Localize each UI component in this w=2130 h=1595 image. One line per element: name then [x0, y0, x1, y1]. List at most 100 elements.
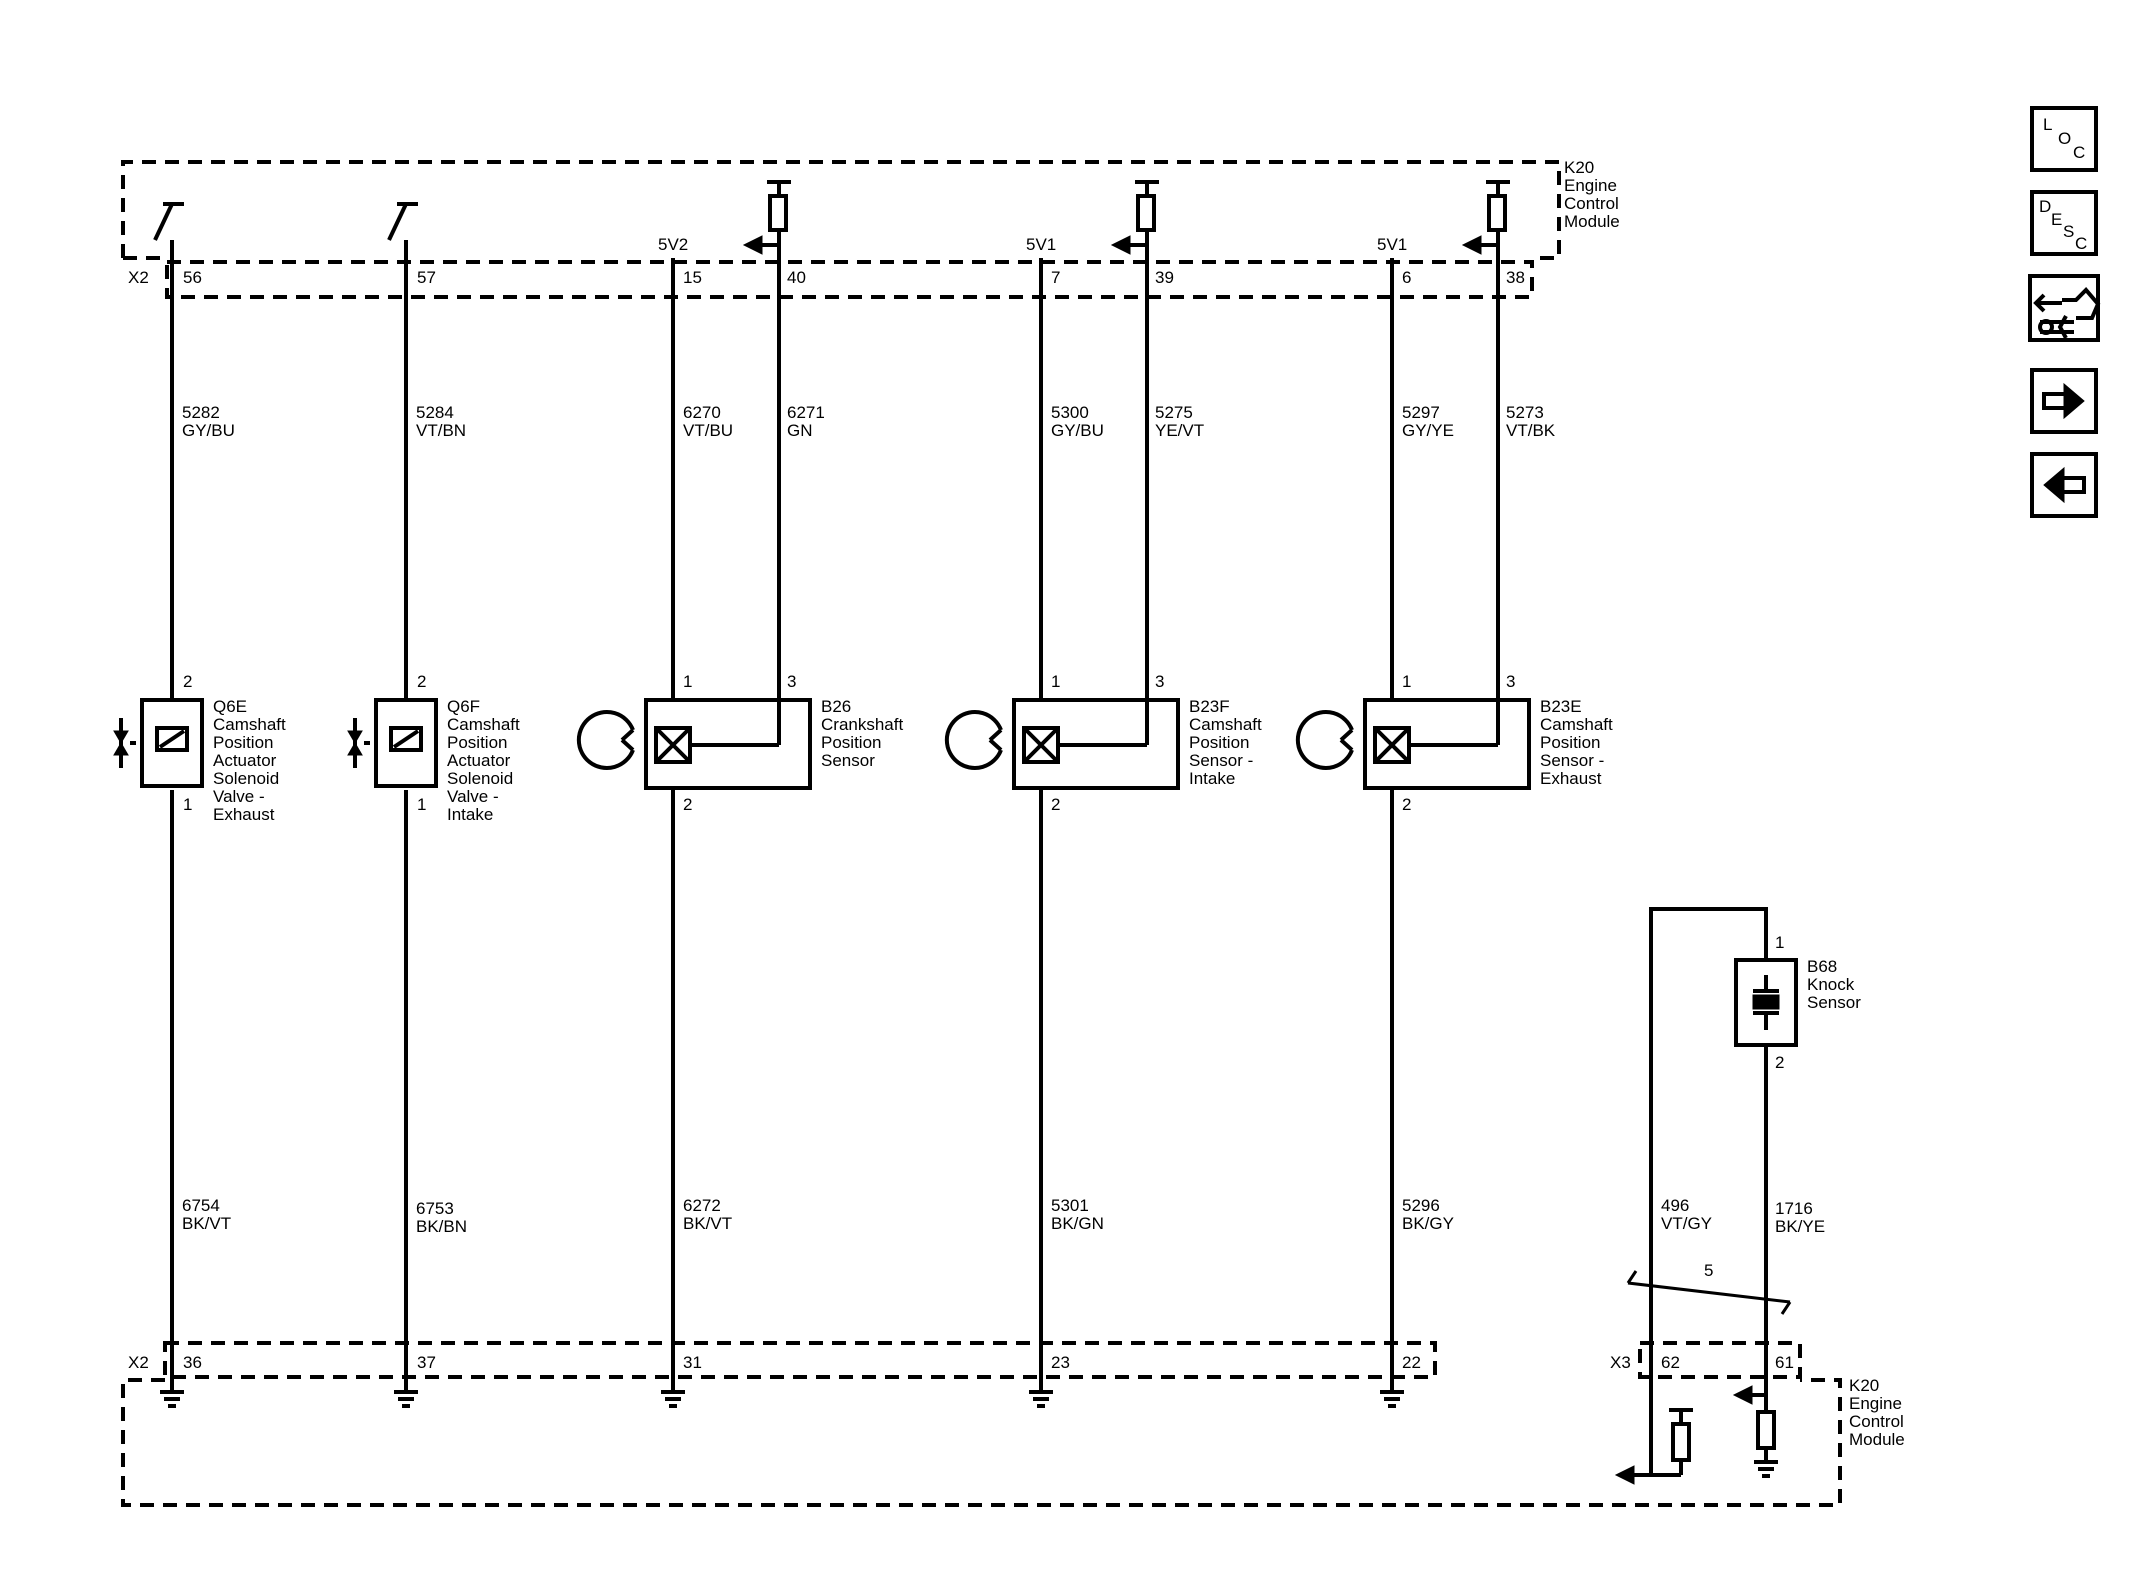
b23e-camshaft-sensor-exhaust: [1295, 698, 1531, 790]
pin-top-56: 56: [183, 268, 202, 287]
q6f-label-6: Valve -: [447, 787, 499, 806]
q6e-label-2: Camshaft: [213, 715, 286, 734]
top-module-label-2: Engine: [1564, 176, 1617, 195]
q6f-solenoid-valve: [347, 698, 438, 788]
q6e-pin-bottom: 1: [183, 795, 192, 814]
b68-label-3: Sensor: [1807, 993, 1861, 1012]
wire-5284-color: VT/BN: [416, 421, 466, 440]
twisted-pair-marker: [1626, 1270, 1792, 1315]
wire-496-color: VT/GY: [1661, 1214, 1712, 1233]
top-module-label-4: Module: [1564, 212, 1620, 231]
q6e-label-5: Solenoid: [213, 769, 279, 788]
wire-6270-color: VT/BU: [683, 421, 733, 440]
bottom-connector-x3-label: X3: [1610, 1353, 1631, 1372]
b26-label-4: Sensor: [821, 751, 875, 770]
wire-6753-circuit: 6753: [416, 1199, 454, 1218]
wire-5297-color: GY/YE: [1402, 421, 1454, 440]
pin-top-6: 6: [1402, 268, 1411, 287]
b23e-label-5: Exhaust: [1540, 769, 1602, 788]
twisted-pair-label: 5: [1704, 1261, 1713, 1280]
arrow-right-icon: [2042, 382, 2085, 420]
wire-5273-circuit: 5273: [1506, 403, 1544, 422]
wire-5282-circuit: 5282: [182, 403, 220, 422]
b23f-label-5: Intake: [1189, 769, 1235, 788]
pin-top-38: 38: [1506, 268, 1525, 287]
bottom-module-label-2: Engine: [1849, 1394, 1902, 1413]
b23f-camshaft-sensor-intake: [944, 698, 1180, 790]
ground-36: [160, 1390, 184, 1408]
wire-5300-color: GY/BU: [1051, 421, 1104, 440]
b26-label-1: B26: [821, 697, 851, 716]
b23f-label-2: Camshaft: [1189, 715, 1262, 734]
wire-5297-circuit: 5297: [1402, 403, 1440, 422]
bottom-module-k20: K20 Engine Control Module X2 X3: [121, 1341, 1905, 1507]
b23f-label-3: Position: [1189, 733, 1249, 752]
b23e-label-3: Position: [1540, 733, 1600, 752]
pin-top-7: 7: [1051, 268, 1060, 287]
desc-letter-c: C: [2075, 234, 2087, 253]
pullup-resistor-38: [1461, 180, 1510, 255]
q6f-label-3: Position: [447, 733, 507, 752]
q6e-pin-top: 2: [183, 672, 192, 691]
pin-top-40: 40: [787, 268, 806, 287]
supply-label-crank: 5V2: [658, 235, 688, 254]
wire-1716-color: BK/YE: [1775, 1217, 1825, 1236]
b26-pin-2: 2: [683, 795, 692, 814]
wire-5273-color: VT/BK: [1506, 421, 1556, 440]
wire-5284-circuit: 5284: [416, 403, 454, 422]
b26-label-3: Position: [821, 733, 881, 752]
pullup-resistor-39: [1110, 180, 1159, 255]
wire-5296-color: BK/GY: [1402, 1214, 1454, 1233]
b68-label-2: Knock: [1807, 975, 1855, 994]
top-module-label-3: Control: [1564, 194, 1619, 213]
b68-pin-2: 2: [1775, 1053, 1784, 1072]
wire-6754-circuit: 6754: [182, 1196, 220, 1215]
bottom-connector-x2-label: X2: [128, 1353, 149, 1372]
b68-knock-sensor: [1734, 958, 1798, 1047]
q6f-pin-top: 2: [417, 672, 426, 691]
wire-6271-circuit: 6271: [787, 403, 825, 422]
pin-bottom-36: 36: [183, 1353, 202, 1372]
wire-5300-circuit: 5300: [1051, 403, 1089, 422]
previous-button[interactable]: [2030, 452, 2098, 518]
wire-5296-circuit: 5296: [1402, 1196, 1440, 1215]
desc-button[interactable]: D E S C: [2030, 190, 2098, 256]
b68-label-1: B68: [1807, 957, 1837, 976]
wire-6272-circuit: 6272: [683, 1196, 721, 1215]
loc-button[interactable]: L O C: [2030, 106, 2098, 172]
wire-6754-color: BK/VT: [182, 1214, 231, 1233]
b23f-label-4: Sensor -: [1189, 751, 1253, 770]
pin-bottom-37: 37: [417, 1353, 436, 1372]
wire-5282-color: GY/BU: [182, 421, 235, 440]
wire-6271-color: GN: [787, 421, 813, 440]
pin-top-39: 39: [1155, 268, 1174, 287]
wire-5301-circuit: 5301: [1051, 1196, 1089, 1215]
bottom-module-label-4: Module: [1849, 1430, 1905, 1449]
ground-31: [661, 1390, 685, 1408]
b23e-label-1: B23E: [1540, 697, 1582, 716]
b26-pin-3: 3: [787, 672, 796, 691]
b23f-pin-1: 1: [1051, 672, 1060, 691]
driver-switch-57: [387, 202, 418, 241]
wire-496-circuit: 496: [1661, 1196, 1689, 1215]
ground-23: [1029, 1390, 1053, 1408]
b26-crankshaft-sensor: [576, 698, 812, 790]
pin-bottom-22: 22: [1402, 1353, 1421, 1372]
wire-5275-color: YE/VT: [1155, 421, 1204, 440]
q6f-label-5: Solenoid: [447, 769, 513, 788]
pin-bottom-23: 23: [1051, 1353, 1070, 1372]
top-connector-label: X2: [128, 268, 149, 287]
b23e-pin-1: 1: [1402, 672, 1411, 691]
q6f-label-7: Intake: [447, 805, 493, 824]
pin-bottom-61: 61: [1775, 1353, 1794, 1372]
loc-letter-o: O: [2058, 129, 2071, 148]
desc-letter-s: S: [2063, 222, 2074, 241]
b23e-pin-2: 2: [1402, 795, 1411, 814]
q6f-label-2: Camshaft: [447, 715, 520, 734]
connector-wrench-icon[interactable]: [2028, 274, 2101, 342]
ground-22: [1380, 1390, 1404, 1408]
wire-5301-color: BK/GN: [1051, 1214, 1104, 1233]
b26-label-2: Crankshaft: [821, 715, 903, 734]
next-button[interactable]: [2030, 368, 2098, 434]
